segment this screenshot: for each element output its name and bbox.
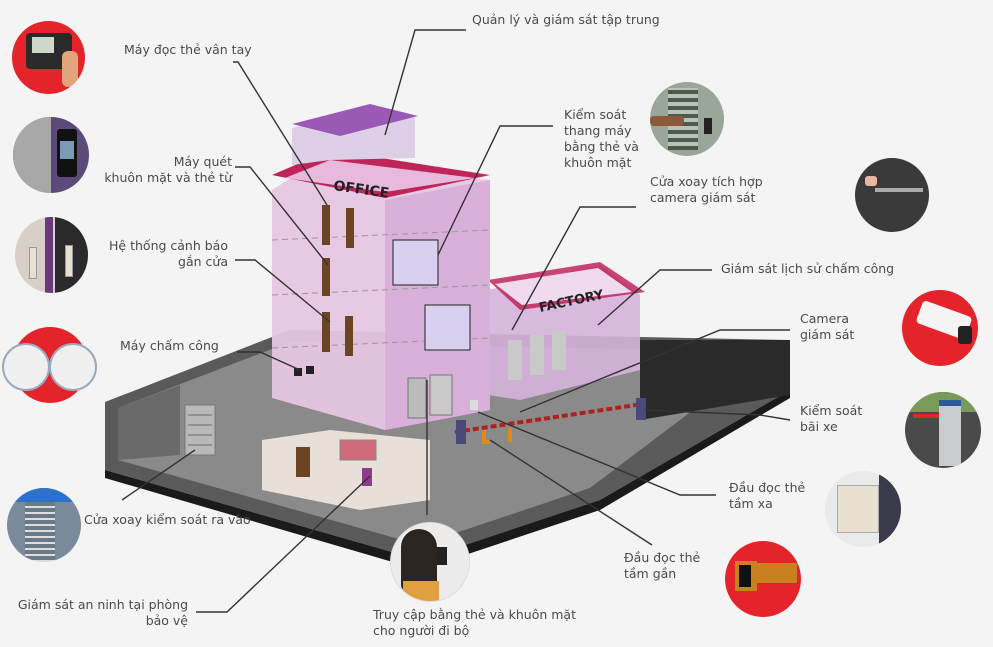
label-far-reader: Đầu đọc thẻ tầm xa xyxy=(729,480,806,511)
near-card-reader-icon xyxy=(725,541,801,617)
label-timekeeping: Máy chấm công xyxy=(120,338,219,353)
cctv-camera-icon xyxy=(902,290,978,366)
label-camera: Camera giám sát xyxy=(800,311,855,342)
parking-barrier-icon xyxy=(905,392,981,468)
guard-house xyxy=(262,430,430,510)
office-building: OFFICE xyxy=(271,104,491,430)
office-sign: OFFICE xyxy=(332,178,390,202)
door-alarm-icon xyxy=(15,217,88,293)
label-entry-turnstile: Cửa xoay kiểm soát ra vào xyxy=(84,512,251,527)
entry-turnstile xyxy=(184,404,216,456)
parking-barrier xyxy=(454,398,646,444)
label-near-reader: Đầu đọc thẻ tầm gần xyxy=(624,550,701,581)
tripod-turnstile-icon xyxy=(855,158,929,232)
label-central-management: Quản lý và giám sát tập trung xyxy=(472,12,660,27)
pedestrian-face-access-icon xyxy=(390,522,470,602)
label-parking: Kiểm soát bãi xe xyxy=(800,403,863,434)
label-fingerprint-reader: Máy đọc thẻ vân tay xyxy=(124,42,252,57)
label-guard-room: Giám sát an ninh tại phòng bảo vệ xyxy=(17,597,188,628)
wall-clock-right xyxy=(49,343,97,391)
face-scanner-icon xyxy=(13,117,89,193)
full-turnstile-icon xyxy=(7,488,81,562)
wall-clock-left xyxy=(2,343,50,391)
label-face-card-scanner: Máy quét khuôn mặt và thẻ từ xyxy=(104,154,232,185)
label-pedestrian-access: Truy cập bằng thẻ và khuôn mặt cho người… xyxy=(373,607,576,638)
label-door-alarm: Hệ thống cảnh báo gắn cửa xyxy=(109,238,228,269)
label-turnstile-camera: Cửa xoay tích hợp camera giám sát xyxy=(650,174,763,205)
long-range-reader-icon xyxy=(825,471,901,547)
elevator-keypad-icon xyxy=(650,82,724,156)
label-elevator-control: Kiểm soát thang máy bằng thẻ và khuôn mặ… xyxy=(564,107,639,170)
label-attendance-history: Giám sát lịch sử chấm công xyxy=(721,261,895,276)
leader-lines xyxy=(121,29,791,613)
factory-building: FACTORY xyxy=(488,262,645,400)
fingerprint-reader-icon xyxy=(12,21,85,94)
